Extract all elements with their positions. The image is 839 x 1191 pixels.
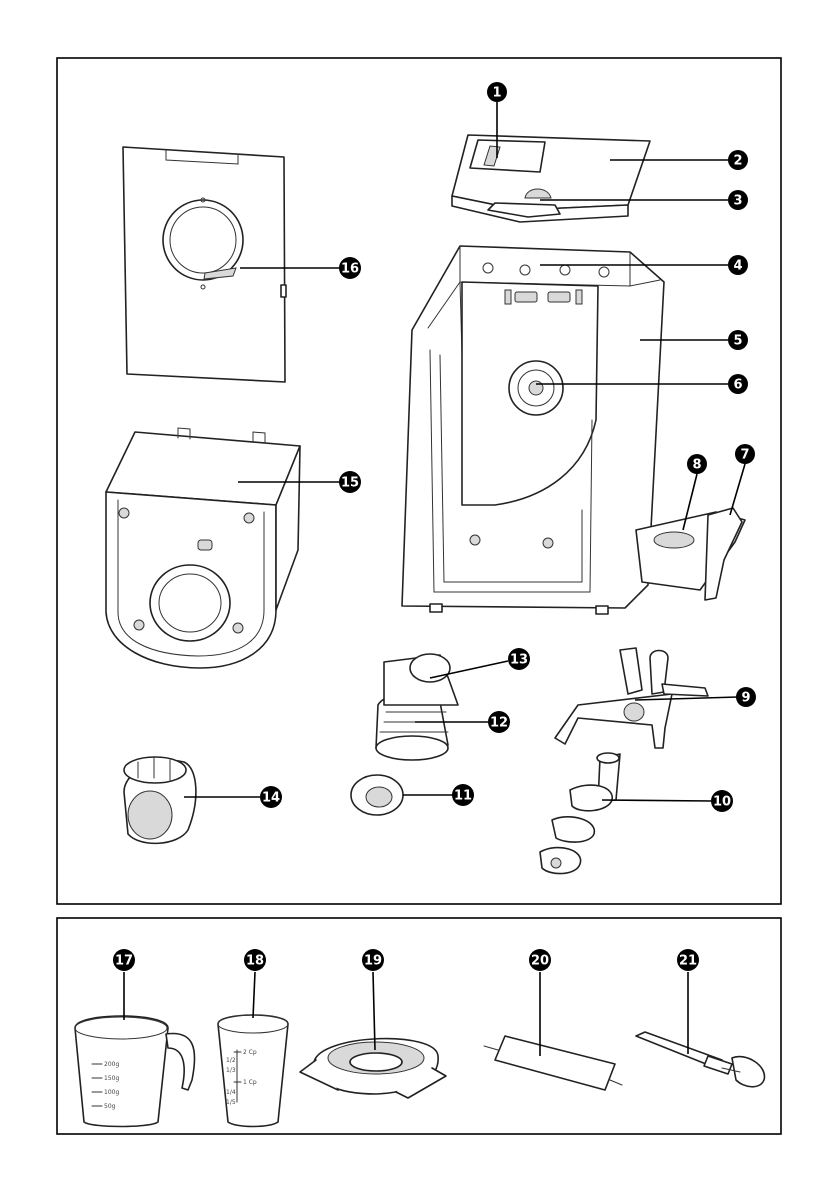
svg-text:2: 2 — [733, 154, 742, 169]
svg-text:21: 21 — [679, 954, 697, 969]
callout-badge-6: 6 — [728, 374, 748, 394]
callout-badge-9: 9 — [736, 687, 756, 707]
callout-badge-2: 2 — [728, 150, 748, 170]
callout-badge-20: 20 — [529, 949, 551, 971]
svg-text:13: 13 — [510, 653, 528, 668]
part-cleaning-tool — [636, 1032, 764, 1087]
svg-text:6: 6 — [733, 378, 742, 393]
part-front-housing — [106, 428, 300, 668]
part-locking-ring — [124, 757, 196, 843]
svg-text:5: 5 — [733, 334, 742, 349]
part-motor-base — [402, 246, 664, 614]
svg-text:10: 10 — [713, 795, 731, 810]
part-measuring-cup: 2 Cp 1 Cp 1/2 1/3 1/4 1/5 — [218, 1015, 288, 1127]
part-back-cover — [123, 147, 286, 382]
callout-badge-12: 12 — [488, 711, 510, 733]
svg-text:16: 16 — [341, 262, 359, 277]
svg-text:18: 18 — [246, 954, 264, 969]
part-drip-tray — [636, 508, 745, 600]
callout-badge-21: 21 — [677, 949, 699, 971]
part-auger — [540, 753, 620, 874]
callout-badge-7: 7 — [735, 444, 755, 464]
svg-text:20: 20 — [531, 954, 549, 969]
svg-text:19: 19 — [364, 954, 382, 969]
callout-badge-3: 3 — [728, 190, 748, 210]
svg-text:14: 14 — [262, 791, 280, 806]
jug-scale-label: 200g — [104, 1061, 119, 1068]
cup-scale-label: 1/2 — [226, 1057, 236, 1064]
jug-scale-label: 100g — [104, 1089, 119, 1096]
callout-badge-18: 18 — [244, 949, 266, 971]
callout-badge-4: 4 — [728, 255, 748, 275]
svg-text:11: 11 — [454, 789, 472, 804]
callout-badge-14: 14 — [260, 786, 282, 808]
jug-scale-label: 50g — [104, 1103, 116, 1110]
jug-scale-label: 150g — [104, 1075, 119, 1082]
part-cleaning-brush — [484, 1036, 622, 1090]
svg-text:1: 1 — [492, 86, 501, 101]
cup-scale-label: 1/5 — [226, 1099, 236, 1106]
callout-badge-16: 16 — [339, 257, 361, 279]
part-chamber — [376, 654, 458, 760]
callout-badge-15: 15 — [339, 471, 361, 493]
cup-scale-label: 1 Cp — [243, 1079, 257, 1086]
cup-scale-label: 2 Cp — [243, 1049, 257, 1056]
svg-text:8: 8 — [692, 458, 701, 473]
part-strainer — [300, 1039, 446, 1098]
svg-text:12: 12 — [490, 716, 508, 731]
part-seal-ring — [351, 775, 403, 815]
svg-text:17: 17 — [115, 954, 133, 969]
cup-scale-label: 1/4 — [226, 1089, 236, 1096]
svg-text:7: 7 — [740, 448, 749, 463]
cup-scale-label: 1/3 — [226, 1067, 236, 1074]
callout-badge-8: 8 — [687, 454, 707, 474]
callout-badge-11: 11 — [452, 784, 474, 806]
callout-badge-1: 1 — [487, 82, 507, 102]
svg-text:15: 15 — [341, 476, 359, 491]
callout-badge-17: 17 — [113, 949, 135, 971]
part-lid — [452, 135, 650, 222]
svg-text:4: 4 — [733, 259, 742, 274]
part-measuring-jug: 200g 150g 100g 50g — [75, 1016, 195, 1127]
callout-badge-19: 19 — [362, 949, 384, 971]
svg-text:9: 9 — [741, 691, 750, 706]
callout-badge-10: 10 — [711, 790, 733, 812]
callout-badge-13: 13 — [508, 648, 530, 670]
callout-badge-5: 5 — [728, 330, 748, 350]
svg-text:3: 3 — [733, 194, 742, 209]
